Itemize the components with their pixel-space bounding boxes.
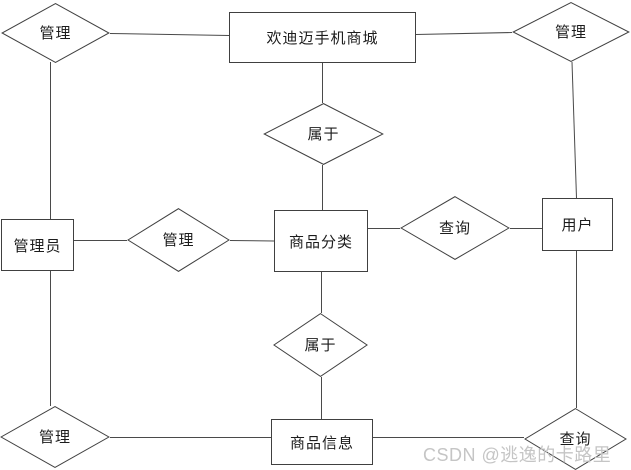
relation-manage-top-left: 管理 bbox=[1, 3, 110, 63]
relation-manage-top-left-label: 管理 bbox=[39, 25, 72, 43]
relation-belongs-upper: 属于 bbox=[263, 103, 384, 165]
diamond-shape bbox=[1, 3, 110, 63]
diamond-shape bbox=[0, 406, 110, 468]
entity-mall: 欢迪迈手机商城 bbox=[229, 12, 416, 63]
entity-category: 商品分类 bbox=[274, 210, 368, 272]
entity-category-label: 商品分类 bbox=[288, 233, 353, 251]
relation-belongs-lower-label: 属于 bbox=[304, 337, 337, 355]
relation-manage-top-right: 管理 bbox=[512, 2, 630, 62]
entity-user-label: 用户 bbox=[561, 217, 594, 234]
diamond-shape bbox=[127, 208, 230, 272]
relation-query-right-label: 查询 bbox=[438, 220, 472, 238]
diamond-shape bbox=[273, 313, 368, 377]
relation-manage-bottom-left-label: 管理 bbox=[38, 429, 72, 447]
relation-belongs-lower: 属于 bbox=[273, 313, 368, 377]
entity-admin-label: 管理员 bbox=[13, 237, 62, 255]
relation-query-right: 查询 bbox=[400, 196, 510, 260]
csdn-watermark: CSDN @逃逸的卡路里 bbox=[423, 445, 612, 465]
relation-manage-left: 管理 bbox=[127, 208, 230, 272]
relation-manage-top-right-label: 管理 bbox=[554, 24, 588, 42]
diamond-shape bbox=[263, 103, 384, 165]
connector-manageTR-user bbox=[571, 61, 577, 199]
diamond-shape bbox=[512, 2, 630, 62]
entity-product-label: 商品信息 bbox=[289, 434, 354, 452]
relation-query-bottom-right-label: 查询 bbox=[559, 431, 592, 449]
relation-query-bottom-right: 查询 bbox=[524, 408, 627, 470]
diamond-shape bbox=[524, 408, 627, 470]
relation-belongs-upper-label: 属于 bbox=[307, 126, 340, 144]
entity-user: 用户 bbox=[542, 198, 613, 251]
connector-mall-manageTR bbox=[415, 32, 513, 35]
entity-product: 商品信息 bbox=[271, 419, 373, 465]
diamond-shape bbox=[400, 196, 510, 260]
entity-mall-label: 欢迪迈手机商城 bbox=[266, 30, 379, 47]
connector-manageTL-mall bbox=[109, 33, 230, 36]
connector-manageL-category bbox=[229, 240, 275, 242]
relation-manage-bottom-left: 管理 bbox=[0, 406, 110, 468]
entity-admin: 管理员 bbox=[1, 219, 74, 271]
relation-manage-left-label: 管理 bbox=[162, 232, 195, 250]
